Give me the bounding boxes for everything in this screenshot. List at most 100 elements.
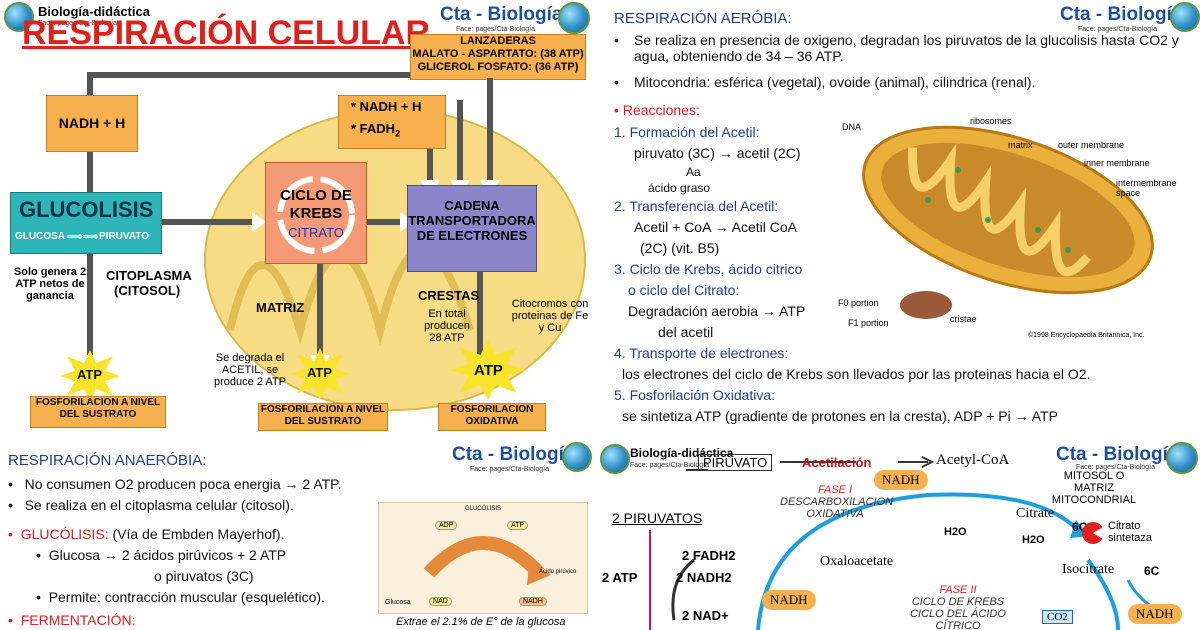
brand-sub: Face: pages/Cta-Biología (1078, 26, 1157, 33)
reaction-3: 3. Ciclo de Krebs, ácido citrico (614, 261, 803, 277)
nadh-badge: NADH (1128, 604, 1182, 624)
matriz-label: MATRIZ (256, 300, 305, 315)
glucolisis-heading-rest: (Vía de Embden Mayerhof). (112, 526, 285, 542)
aerobia-bullet-1-text: Se realiza en presencia de oxigeno, degr… (634, 32, 1179, 64)
glycolysis-arc (423, 536, 551, 585)
glucolisis-box: GLUCOLISIS GLUCOSA ⟹⟹ PIRUVATO (10, 192, 162, 254)
piruvato-label: PIRUVATO (99, 231, 150, 242)
anaerobia-bullet-1-text: No consumen O2 producen poca energia → 2… (24, 476, 342, 492)
brand-name: Cta - Biología (440, 4, 563, 25)
nadh2-label: 2 NADH2 (676, 570, 732, 585)
se-degrada-note: Se degrada el ACETIL, se produce 2 ATP (214, 352, 286, 388)
glucolisis-heading-text: GLUCÓLISIS: (20, 526, 109, 542)
atp-star-icon (60, 350, 120, 402)
mito-label-f0: F0 portion (838, 298, 879, 308)
mito-label-intermembrane: intermembrane space (1116, 178, 1177, 198)
nadh-box: NADH + H (46, 95, 138, 152)
glucosa-label: GLUCOSA (15, 231, 65, 242)
dos-piruvatos-label: 2 PIRUVATOS (612, 510, 703, 526)
brand-alt-sub: Face: pages/Cta-Biología (630, 462, 709, 469)
atp-label-1: ATP (77, 367, 103, 382)
fermentacion-heading: • FERMENTACIÓN: (8, 612, 136, 628)
reaction-2b: (2C) (vit. B5) (640, 240, 720, 256)
lanzaderas-box: LANZADERAS MALATO - ASPARTATO: (38 ATP) … (410, 34, 586, 80)
reaction-1a: piruvato (3C) → acetil (2C) (634, 145, 801, 161)
aerobia-title: RESPIRACIÓN AERÓBIA: (614, 10, 792, 27)
reaction-4: 4. Transporte de electrones: (614, 345, 789, 361)
panel-respiracion-celular: Biología-didáctica Face: pages/Cta-Biolo… (0, 0, 596, 432)
reaction-3b: o ciclo del Citrato: (628, 282, 740, 298)
mito-label-cristae: cristae (950, 314, 977, 324)
citrato-sintetaza-label: Citrato sintetaza (1108, 520, 1152, 544)
mito-label-f1: F1 portion (848, 318, 889, 328)
mito-label-matrix: matrix (1008, 140, 1033, 150)
fase2-title: FASE II (939, 584, 977, 596)
reaction-3d: del acetil (658, 324, 714, 340)
globe-icon (600, 444, 630, 474)
solo-genera-note: Solo genera 2 ATP netos de ganancia (13, 266, 87, 302)
citrato-sint-line1: Citrato (1108, 520, 1141, 532)
lanzaderas-line1: MALATO - ASPARTATO: (38 ATP) (412, 48, 584, 61)
fig-title: GLUCÓLISIS (464, 506, 501, 512)
glucolisis-item-2-text: Permite: contracción muscular (esqueléti… (48, 589, 325, 605)
mitosol-line1: MITOSOL O MATRIZ (1063, 470, 1125, 494)
krebs-box: CICLO DE KREBS CITRATO (265, 162, 367, 264)
mito-label-outer: outer membrane (1058, 140, 1125, 150)
anaerobia-title: RESPIRACIÓN ANAERÓBIA: (8, 452, 207, 469)
anaerobia-list: • No consumen O2 producen poca energia →… (8, 474, 388, 630)
globe-icon (562, 442, 592, 472)
panel-respiracion-aerobia: RESPIRACIÓN AERÓBIA: Cta - Biología Face… (598, 0, 1200, 438)
panel-respiracion-anaerobia: RESPIRACIÓN ANAERÓBIA: Cta - Biología Fa… (0, 440, 596, 630)
mito-copyright: ©1998 Encyclopaedia Britannica, Inc. (1028, 332, 1145, 339)
atp-star-icon (450, 340, 526, 400)
pacman-enzyme-icon (1082, 522, 1104, 544)
reaction-3c: Degradación aerobia → ATP (628, 303, 806, 319)
piruvato-box: PIRUVATO (698, 454, 773, 471)
en-total-note: En total producen 28 ATP (424, 308, 470, 344)
fadh-label: 2 FADH2 (682, 548, 736, 563)
glucolisis-item-1b: o piruvatos (3C) (154, 568, 254, 584)
fase2-label: FASE II CICLO DE KREBS CICLO DEL ÁCIDO C… (898, 584, 1018, 630)
fosforilacion-oxidativa: FOSFORILACION OXIDATIVA (438, 403, 546, 431)
krebs-cycle-arrows (649, 456, 1159, 630)
isocitrate-label: Isocitrate (1062, 562, 1115, 577)
reaction-5: 5. Fosforilación Oxidativa: (614, 387, 776, 403)
nadh-line: * NADH + H (351, 99, 422, 114)
fase1-line2: OXIDATIVA (806, 508, 864, 520)
atp-label-2: ATP (307, 365, 333, 380)
anaerobia-bullet-2: • Se realiza en el citoplasma celular (c… (8, 497, 294, 513)
reaction-1-aa: Aa (686, 165, 701, 179)
cadena-line2: TRANSPORTADORA (408, 213, 536, 228)
reaction-4a: los electrones del ciclo de Krebs son ll… (622, 366, 1091, 382)
globe-icon (558, 2, 590, 34)
atp-star-icon (290, 348, 350, 400)
mito-label-dna: DNA (842, 122, 862, 132)
cadena-box: CADENA TRANSPORTADORA DE ELECTRONES (407, 185, 537, 272)
oxaloacetate-label: Oxaloacetate (820, 554, 894, 569)
atp2-label: 2 ATP (602, 570, 638, 585)
reaction-1: 1. Formación del Acetil: (614, 124, 760, 140)
fig-nad: NAD (429, 597, 452, 606)
brand-sub: Face: pages/Cta-Biología (456, 26, 535, 33)
fase2-line1: CICLO DE KREBS (911, 596, 1005, 608)
mitosol-label: MITOSOL O MATRIZ MITOCONDRIAL (1044, 470, 1144, 506)
fig-acido: Ácido pirúvico (539, 569, 577, 575)
atp-label-3: ATP (474, 362, 503, 379)
brand-alt-name: Biología-didáctica (38, 4, 150, 19)
fig-nadh: NADH (519, 597, 547, 606)
cadena-line3: DE ELECTRONES (416, 228, 528, 243)
aerobia-bullet-2-text: Mitocondria: esférica (vegetal), ovoide … (634, 74, 1036, 90)
globe-icon (4, 2, 34, 32)
fadh-line: * FADH2 (351, 121, 401, 139)
arrow-icon: ⟹⟹ (67, 231, 99, 243)
brand-header: Cta - Biología Face: pages/Cta-Biología (1048, 2, 1200, 33)
fase1-label: FASE I DESCARBOXILACION OXIDATIVA (780, 484, 893, 520)
cadena-line1: CADENA (444, 198, 500, 213)
acetilacion-label: Acetilación (802, 455, 872, 470)
brand-sub: Face: pages/Cta-Biología (1076, 464, 1155, 471)
fase2-line2: CICLO DEL ÁCIDO CÍTRICO (910, 608, 1006, 630)
fosforilacion-sustrato-2: FOSFORILACION A NIVEL DEL SUSTRATO (258, 403, 388, 431)
glucolisis-figure: GLUCÓLISIS ADP ATP NAD NADH Glucosa Ácid… (378, 502, 588, 614)
h2o-label-1: H2O (944, 526, 967, 538)
glucolisis-item-1: • Glucosa → 2 ácidos pirúvicos + 2 ATP (36, 547, 287, 563)
